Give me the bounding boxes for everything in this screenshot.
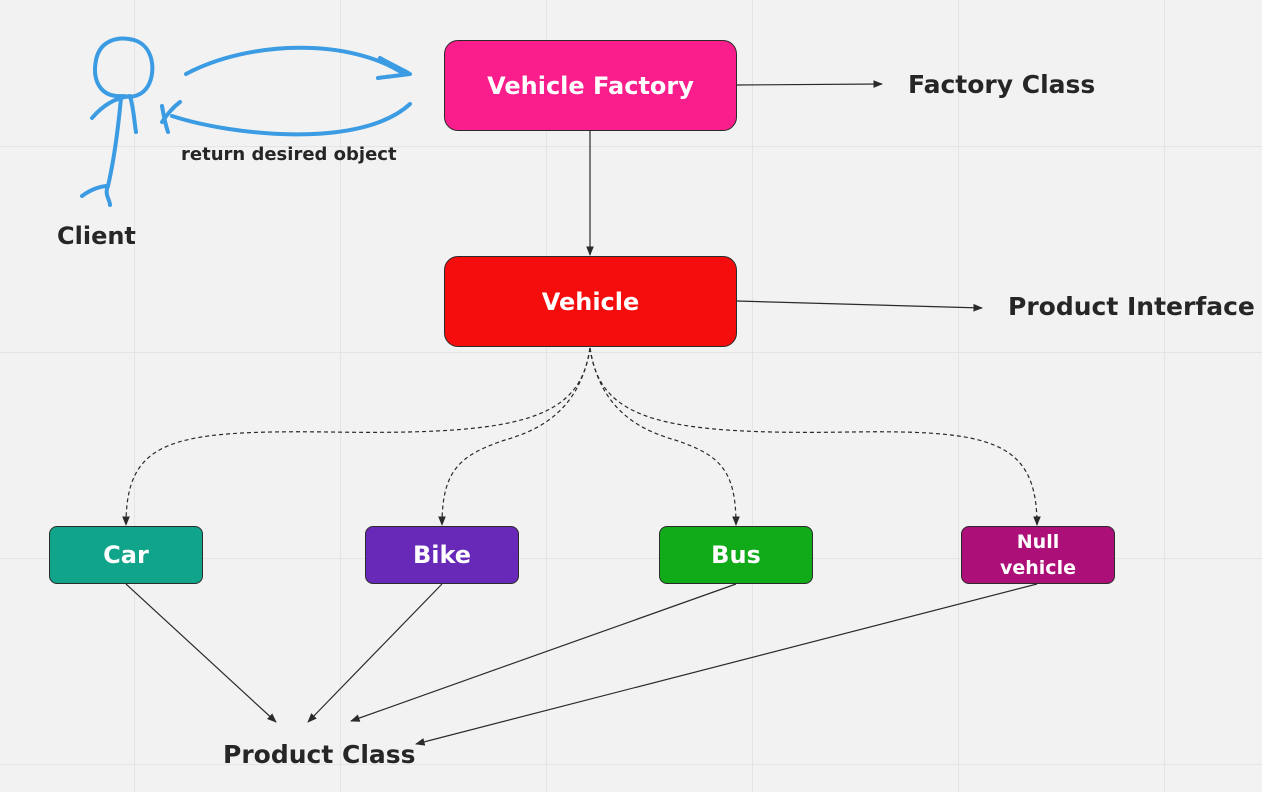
- null-vehicle-node[interactable]: Null vehicle: [961, 526, 1115, 584]
- bus-label: Bus: [711, 541, 761, 569]
- product-class-label: Product Class: [223, 740, 416, 769]
- factory-class-label: Factory Class: [908, 70, 1096, 99]
- vehicle-label: Vehicle: [541, 287, 640, 316]
- edge-null-vehicle-to-product-class: [415, 583, 1038, 746]
- vehicle-node[interactable]: Vehicle: [444, 256, 737, 347]
- bike-label: Bike: [412, 541, 472, 569]
- null-vehicle-label-line1: Null: [1016, 531, 1060, 553]
- vehicle-factory-node[interactable]: Vehicle Factory: [444, 40, 737, 131]
- null-vehicle-label-line2: vehicle: [1000, 557, 1076, 579]
- return-arrow: [160, 100, 412, 137]
- dashed-edge-vehicle-to-null-vehicle: [589, 347, 1041, 526]
- dashed-edges: [122, 347, 1041, 526]
- edge-factory-to-factory-class: [736, 80, 883, 88]
- stick-figure-icon: [80, 36, 155, 207]
- request-arrow: [184, 45, 412, 80]
- bike-node[interactable]: Bike: [365, 526, 519, 584]
- car-node[interactable]: Car: [49, 526, 203, 584]
- vehicle-factory-label: Vehicle Factory: [487, 71, 694, 100]
- edge-bus-to-product-class: [350, 583, 737, 722]
- edge-car-to-product-class: [125, 583, 277, 723]
- edge-bike-to-product-class: [307, 583, 443, 723]
- bus-node[interactable]: Bus: [659, 526, 813, 584]
- solid-edges: [125, 80, 1038, 746]
- car-label: Car: [103, 541, 149, 569]
- dashed-edge-vehicle-to-car: [122, 347, 591, 526]
- edge-vehicle-to-product-interface: [736, 300, 983, 312]
- client-label: Client: [57, 222, 136, 250]
- dashed-edge-vehicle-to-bike: [438, 347, 591, 526]
- dashed-edge-vehicle-to-bus: [589, 347, 740, 526]
- product-interface-label: Product Interface: [1008, 292, 1255, 321]
- return-object-label: return desired object: [181, 144, 397, 165]
